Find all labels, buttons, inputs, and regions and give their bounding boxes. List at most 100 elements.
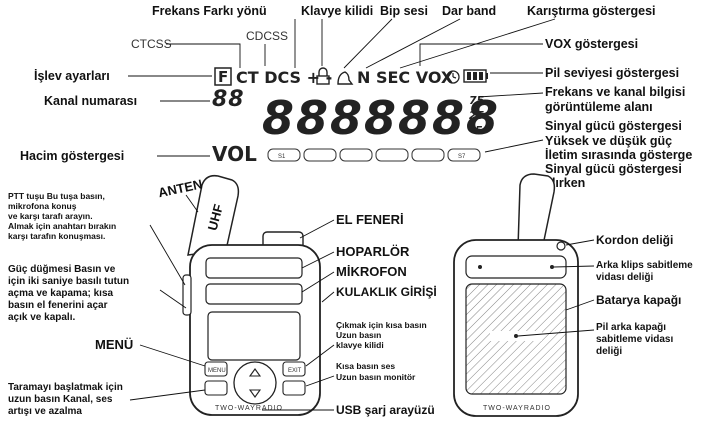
label-karistirma: Karıştırma göstergesi: [527, 4, 656, 18]
label-guc-1: Güç düğmesi Basın ve: [8, 264, 116, 275]
exit-button[interactable]: [282, 361, 306, 377]
bell-icon: [337, 71, 354, 85]
speaker-grille-bottom: [205, 283, 303, 305]
clip-screw-right: [550, 265, 554, 269]
clip-screw-left: [478, 265, 482, 269]
bar-s1: S1: [278, 154, 286, 160]
label-pil-kapagi-1: Pil arka kapağı: [596, 322, 666, 333]
label-sinyal-2: Yüksek ve düşük güç: [545, 134, 672, 148]
scan-button[interactable]: [204, 380, 228, 396]
front-brand: TWO-WAYRADIO: [215, 405, 283, 412]
lcd-row1b: N SEC VOX: [357, 68, 454, 87]
label-monitor-2: Uzun basın monitör: [336, 372, 416, 382]
label-guc-4: basın el fenerini açar: [8, 300, 108, 311]
label-menu: MENÜ: [95, 337, 133, 352]
front-radio: UHF MENU EXIT TWO-WAYRADIO: [182, 174, 321, 416]
leader-vox: [419, 43, 543, 66]
label-tarama-2: uzun basın Kanal, ses: [8, 394, 113, 405]
label-batarya: Batarya kapağı: [596, 293, 681, 307]
leader-pil-kapagi: [517, 329, 595, 337]
label-ptt-3: ve karşı tarafı arayın.: [8, 211, 93, 221]
label-tarama-3: artışı ve azalma: [8, 406, 82, 417]
label-usb: USB şarj arayüzü: [336, 403, 435, 417]
leader-kordon: [565, 239, 595, 246]
lock-icon: [316, 67, 330, 85]
label-klips-1: Arka klips sabitleme: [596, 260, 693, 271]
label-el-feneri: EL FENERİ: [336, 212, 404, 227]
leader-mikrofon: [301, 271, 335, 293]
label-sinyal-4: Sinyal gücü göstergesi: [545, 162, 682, 176]
leader-karistirma: [399, 18, 556, 69]
label-hoparlor: HOPARLÖR: [336, 244, 410, 259]
leader-el-feneri: [299, 219, 335, 239]
up-arrow-icon[interactable]: [248, 368, 262, 377]
step-75: 75: [469, 94, 485, 107]
navigation-pad[interactable]: [233, 361, 277, 405]
leader-monitor: [305, 375, 335, 387]
label-ptt-5: karşı tarafın konuşması.: [8, 231, 105, 241]
menu-button[interactable]: [204, 361, 228, 377]
label-guc-3: açma ve kapama; kısa: [8, 288, 114, 299]
label-ptt-2: mikrofona konuş: [8, 201, 77, 211]
label-klips-2: vidası deliği: [596, 272, 653, 283]
label-exit-2: Uzun basın: [336, 330, 381, 340]
label-mikrofon: MİKROFON: [336, 264, 407, 279]
lanyard-hole: [556, 241, 566, 251]
label-ptt-4: Almak için anahtarı bırakın: [8, 221, 116, 231]
exit-button-label: EXIT: [288, 368, 302, 374]
leader-frekans-alani: [477, 92, 544, 98]
label-kordon: Kordon deliği: [596, 233, 673, 247]
label-cdcss: CDCSS: [246, 29, 288, 43]
label-frekans-alani-1: Frekans ve kanal bilgisi: [545, 85, 685, 99]
label-ctcss: CTCSS: [131, 37, 172, 51]
leader-bip: [343, 18, 393, 69]
lcd-f: F: [218, 68, 228, 86]
back-radio: TWO-WAYRADIO: [453, 173, 579, 417]
lcd-vol: VOL: [212, 142, 257, 166]
label-pil-kapagi-2: sabitleme vidası: [596, 334, 673, 345]
leader-kulaklik: [321, 291, 335, 303]
bar-s7: S7: [458, 154, 466, 160]
step-25: 25: [469, 109, 485, 122]
label-ptt-1: PTT tuşu Bu tuşa basın,: [8, 191, 105, 201]
battery-icon: [463, 69, 488, 83]
label-monitor-1: Kısa basın ses: [336, 361, 395, 371]
volume-bars: S1 S7: [267, 148, 481, 162]
leader-dar-band: [365, 18, 461, 69]
leader-tarama: [129, 389, 206, 401]
label-anten: ANTEN: [157, 176, 204, 200]
label-islev: İşlev ayarları: [34, 68, 110, 83]
ptt-side-button[interactable]: [182, 274, 192, 316]
lcd-row1: CT DCS + -: [236, 68, 332, 87]
label-pil-kapagi-3: deliği: [596, 346, 622, 357]
label-bip-sesi: Bip sesi: [380, 4, 428, 18]
label-exit-1: Çıkmak için kısa basın: [336, 320, 427, 330]
monitor-button[interactable]: [282, 380, 306, 396]
leader-ctcss: [166, 43, 241, 68]
leader-batarya: [565, 299, 595, 311]
lcd-panel: F CT DCS + - N SEC VOX 88 8888888: [212, 67, 500, 166]
leader-exit: [305, 344, 335, 367]
label-guc-2: için iki saniye basılı tutun: [8, 276, 129, 287]
leader-menu: [139, 344, 206, 367]
leader-guc: [159, 289, 187, 309]
function-box: [214, 67, 232, 86]
menu-button-label: MENU: [208, 368, 226, 374]
label-tarama-1: Taramayı başlatmak için: [8, 382, 123, 393]
label-sinyal-1: Sinyal gücü göstergesi: [545, 119, 682, 133]
leader-sinyal: [484, 139, 544, 153]
down-arrow-icon[interactable]: [248, 389, 262, 398]
label-frekans-farki: Frekans Farkı yönü: [152, 4, 267, 18]
label-guc-5: açık ve kapalı.: [8, 312, 75, 323]
step-5: 5: [475, 124, 483, 137]
front-screen: [207, 311, 301, 361]
leader-klips: [553, 265, 595, 268]
uhf-text: UHF: [205, 202, 226, 232]
frequency-digits: 8888888: [262, 91, 500, 145]
label-exit-3: klavye kilidi: [336, 340, 384, 350]
battery-cover-screw: [514, 334, 518, 338]
label-dar-band: Dar band: [442, 4, 496, 18]
alarm-clock-icon: [446, 70, 460, 84]
label-sinyal-3: İletim sırasında gösterge: [545, 147, 692, 162]
